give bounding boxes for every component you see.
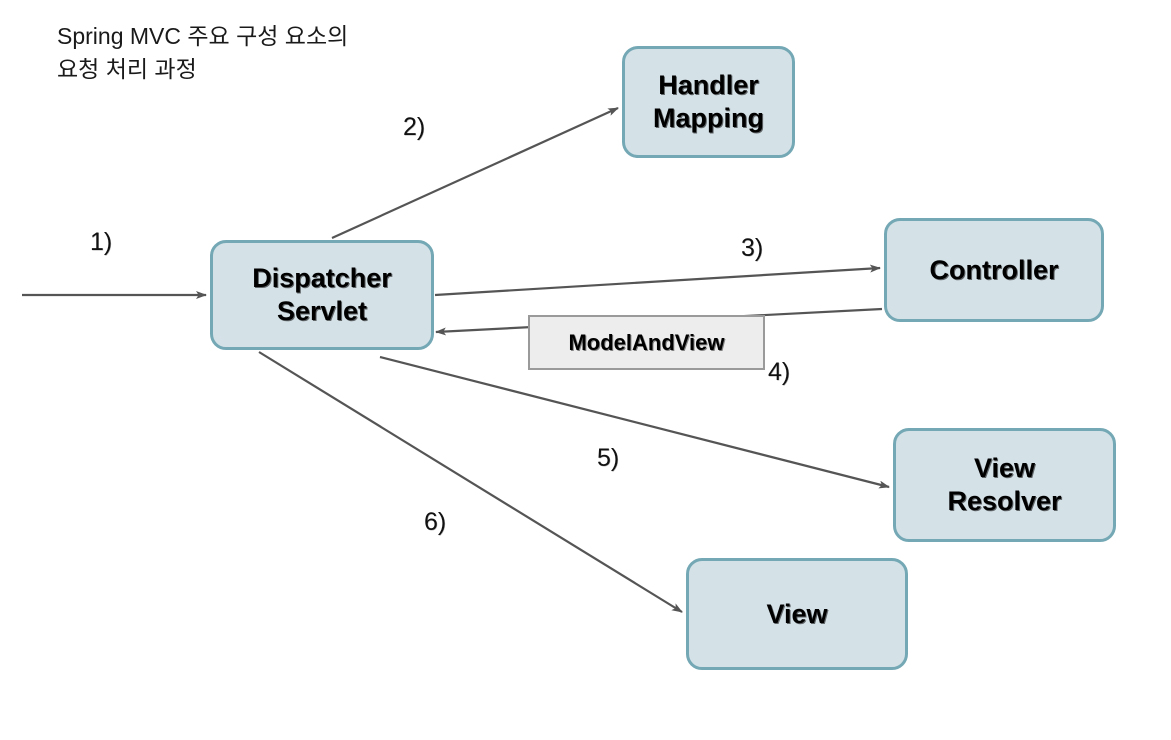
edge-label-1: 1) bbox=[90, 228, 113, 256]
node-view-resolver-label: View Resolver bbox=[947, 453, 1062, 516]
node-controller[interactable]: Controller bbox=[884, 218, 1104, 322]
node-view-resolver[interactable]: View Resolver bbox=[893, 428, 1116, 542]
node-handler-mapping[interactable]: Handler Mapping bbox=[622, 46, 795, 158]
edge-label-2: 2) bbox=[403, 113, 426, 141]
edge-3-line bbox=[434, 264, 881, 297]
node-controller-label: Controller bbox=[929, 254, 1059, 285]
edge-label-3: 3) bbox=[741, 234, 764, 262]
diagram-title: Spring MVC 주요 구성 요소의 요청 처리 과정 bbox=[57, 23, 349, 82]
node-dispatcher-servlet-label: Dispatcher Servlet bbox=[252, 263, 392, 326]
node-view[interactable]: View bbox=[686, 558, 908, 670]
edge-label-6: 6) bbox=[424, 508, 447, 536]
node-dispatcher-servlet[interactable]: Dispatcher Servlet bbox=[210, 240, 434, 350]
edge-label-5: 5) bbox=[597, 444, 620, 472]
node-handler-mapping-label: Handler Mapping bbox=[653, 70, 764, 133]
node-model-and-view[interactable]: ModelAndView bbox=[528, 315, 765, 370]
node-model-and-view-label: ModelAndView bbox=[568, 329, 725, 355]
edge-2-line bbox=[331, 106, 619, 240]
edge-6-line bbox=[258, 351, 683, 613]
edge-5-line bbox=[379, 355, 890, 489]
edge-label-4: 4) bbox=[768, 358, 791, 386]
node-view-label: View bbox=[766, 598, 828, 629]
